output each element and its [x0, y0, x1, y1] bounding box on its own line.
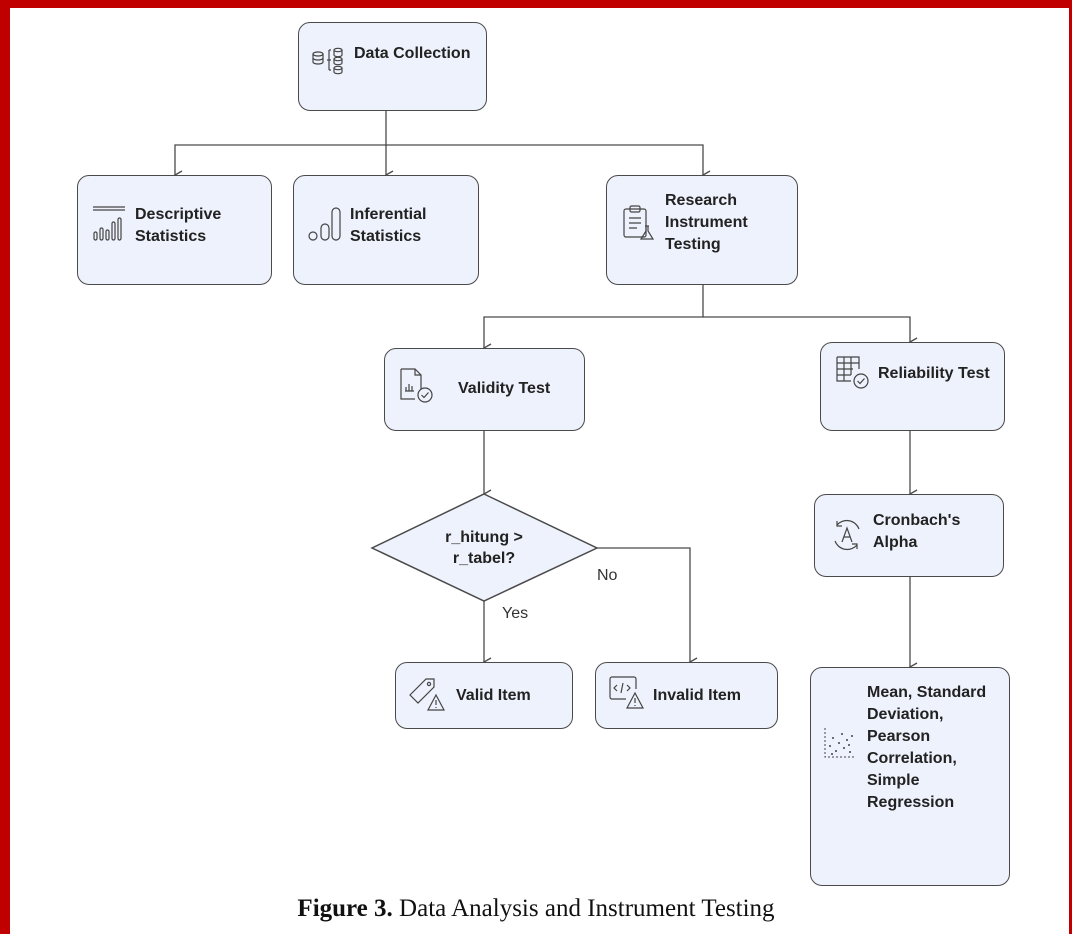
- clipboard-flask-icon: [623, 205, 655, 240]
- statistical-methods-node: Mean, Standard Deviation, Pearson Correl…: [810, 667, 1010, 886]
- inferential-statistics-node: Inferential Statistics: [293, 175, 479, 285]
- no-label: No: [597, 567, 618, 584]
- reliability-test-label: Reliability Test: [878, 365, 990, 382]
- descriptive-statistics-node: Descriptive Statistics: [77, 175, 272, 285]
- decision-label: r_hitung > r_tabel?: [445, 529, 523, 567]
- document-check-icon: [400, 368, 433, 403]
- edge-research-to-reliability: [703, 316, 918, 347]
- invalid-item-node: Invalid Item: [595, 662, 778, 729]
- valid-item-label: Valid Item: [456, 687, 531, 704]
- inferential-statistics-label: Inferential Statistics: [350, 206, 427, 245]
- edge-collection-to-research: [385, 110, 711, 180]
- edge-collection-to-descriptive: [173, 144, 386, 180]
- database-icon: [312, 47, 343, 75]
- scatter-plot-icon: [824, 728, 855, 758]
- data-collection-label: Data Collection: [354, 45, 471, 62]
- edge-decision-no: [597, 547, 698, 667]
- validity-test-node: Validity Test: [384, 348, 585, 431]
- tag-warning-icon: [409, 678, 445, 711]
- decision-diamond: [370, 493, 599, 602]
- bar-chart-icon: [93, 206, 125, 241]
- table-check-icon: [836, 356, 869, 389]
- data-collection-node: Data Collection: [298, 22, 487, 111]
- figure-title: Data Analysis and Instrument Testing: [399, 895, 775, 922]
- code-warning-icon: [609, 676, 644, 709]
- statistical-methods-label: Mean, Standard Deviation, Pearson Correl…: [867, 684, 987, 811]
- figure-number: Figure 3.: [297, 895, 393, 922]
- figure-caption: Figure 3. Data Analysis and Instrument T…: [0, 895, 1072, 923]
- validity-test-label: Validity Test: [458, 380, 551, 397]
- research-instrument-testing-node: Research Instrument Testing: [606, 175, 798, 285]
- cycle-alpha-icon: [834, 519, 860, 551]
- cronbachs-alpha-node: Cronbach's Alpha: [814, 494, 1004, 577]
- yes-label: Yes: [502, 605, 529, 622]
- invalid-item-label: Invalid Item: [653, 687, 742, 704]
- descriptive-statistics-label: Descriptive Statistics: [135, 206, 222, 245]
- valid-item-node: Valid Item: [395, 662, 573, 729]
- cronbachs-alpha-label: Cronbach's Alpha: [873, 512, 961, 551]
- reliability-test-node: Reliability Test: [820, 342, 1005, 431]
- research-instrument-testing-label: Research Instrument Testing: [665, 192, 748, 253]
- edge-research-to-validity: [482, 285, 704, 353]
- bar-chart-rounded-icon: [308, 207, 341, 241]
